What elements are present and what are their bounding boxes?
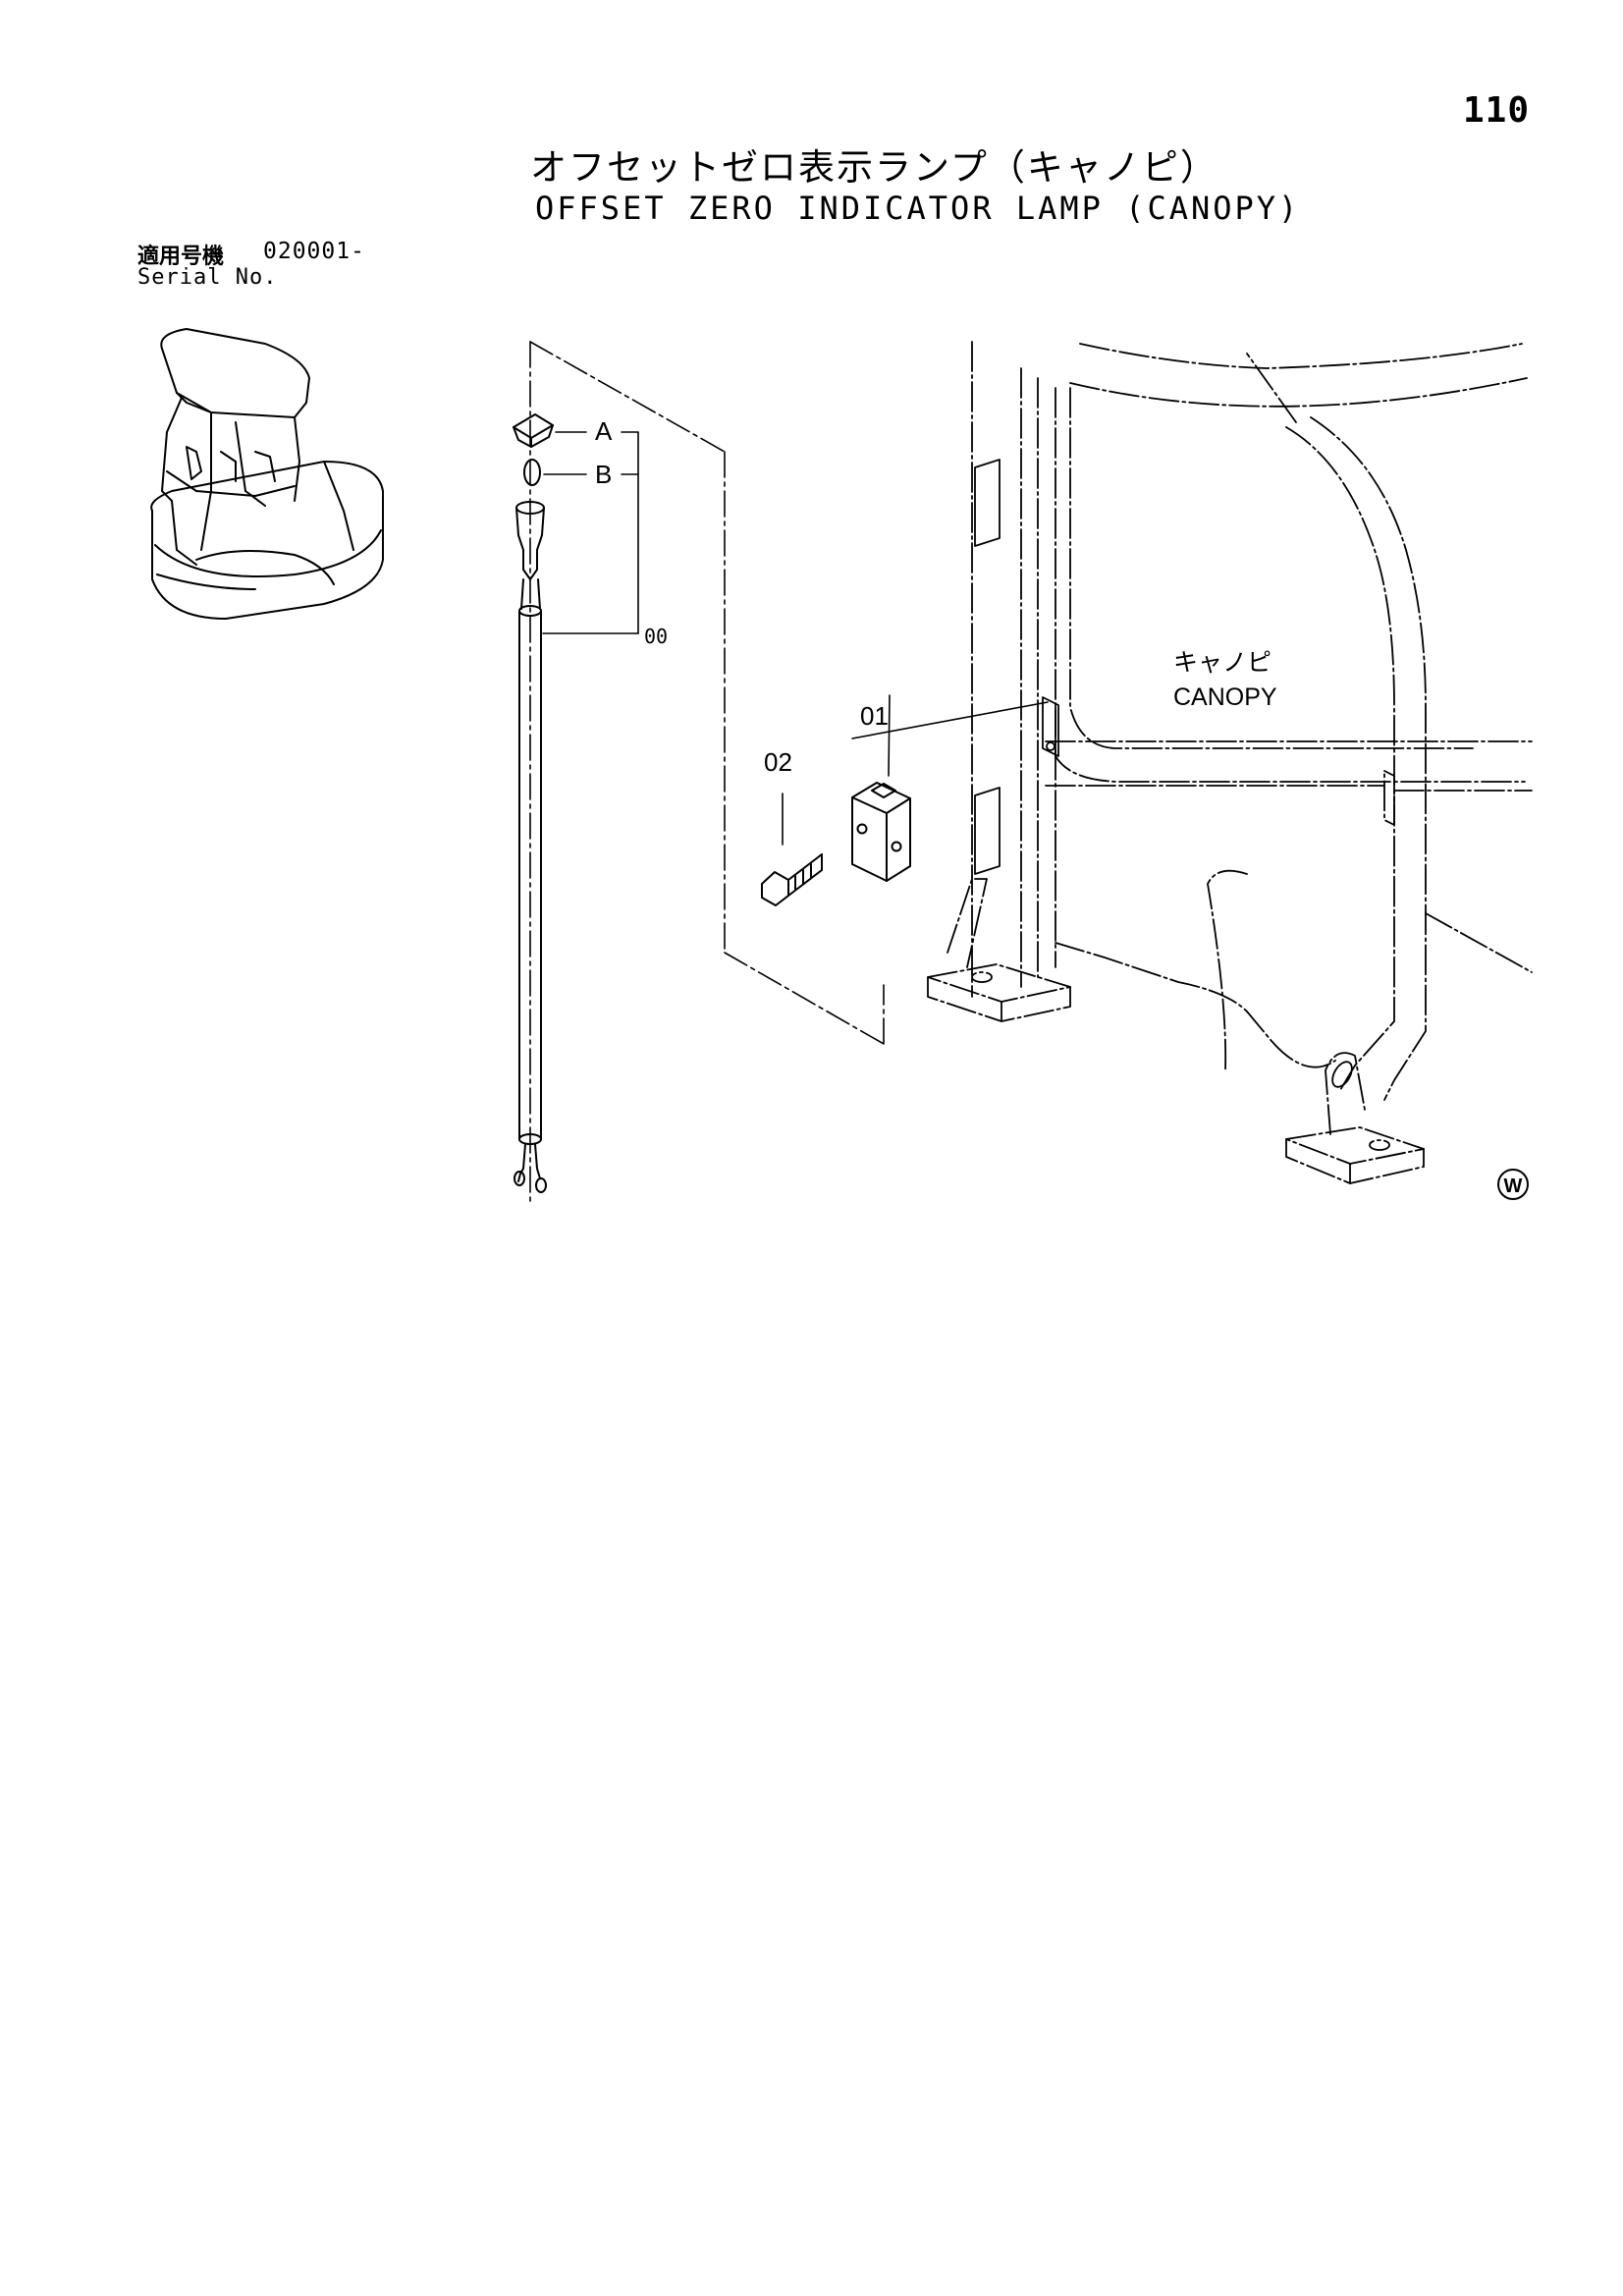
callout-bracket: 01 <box>860 701 889 731</box>
canopy-details <box>974 459 1353 1088</box>
serial-range: 020001- <box>263 239 365 264</box>
assembly-frame <box>529 341 885 1207</box>
page-title-english: OFFSET ZERO INDICATOR LAMP (CANOPY) <box>535 190 1301 227</box>
lamp-bulb <box>523 459 541 486</box>
callout-a: A <box>595 416 613 446</box>
canopy-frame <box>927 341 1533 1184</box>
callout-assembly: 00 <box>644 625 668 648</box>
callout-labels: A B 00 01 02 キャノピ CANOPY <box>595 416 1277 777</box>
mounting-bolt <box>761 853 823 906</box>
leader-lines <box>542 431 1049 846</box>
serial-label-japanese: 適用号機 <box>137 245 225 269</box>
serial-label-english: Serial No. <box>137 265 278 290</box>
machine-overview-image <box>150 328 384 620</box>
page-number: 110 <box>1463 90 1531 131</box>
lamp-cap <box>513 413 554 448</box>
lamp-socket-harness <box>514 501 547 1193</box>
page-title-japanese: オフセットゼロ表示ランプ（キャノピ） <box>530 146 1218 189</box>
callout-b: B <box>595 460 612 489</box>
w-mark-icon: W <box>1497 1169 1529 1200</box>
canopy-label-japanese: キャノピ <box>1173 648 1271 677</box>
w-mark-letter: W <box>1504 1175 1523 1197</box>
mounting-bracket <box>851 782 911 882</box>
canopy-label-english: CANOPY <box>1173 683 1277 711</box>
callout-bolt: 02 <box>764 747 792 777</box>
